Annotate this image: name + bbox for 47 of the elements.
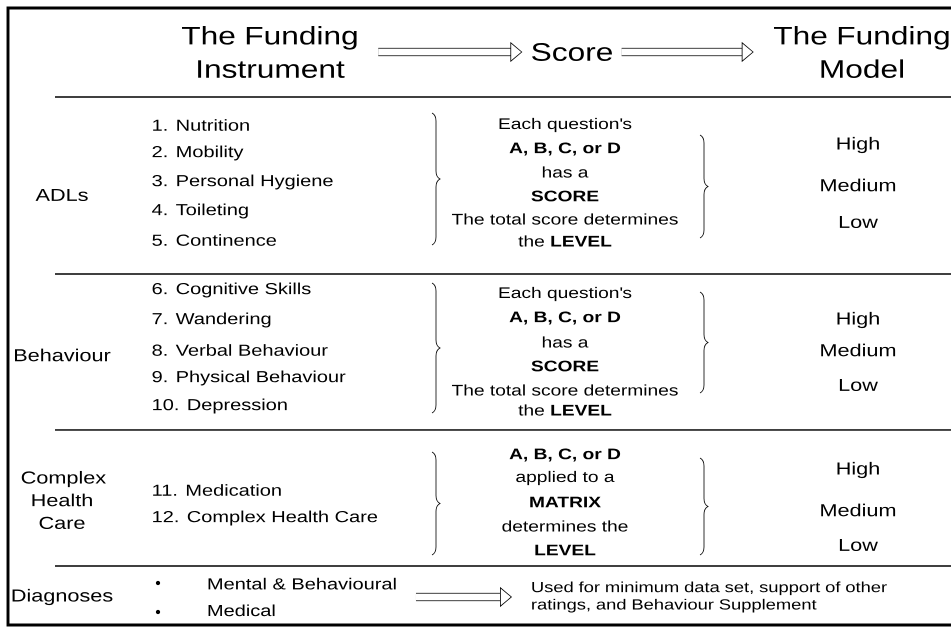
row-heading: ADLs bbox=[36, 188, 88, 202]
level-label: Low bbox=[840, 378, 878, 392]
score-text: determines the bbox=[502, 520, 628, 532]
score-text: A, B, C, or D bbox=[510, 311, 620, 325]
level-label: Medium bbox=[821, 178, 896, 192]
column-heading: The Funding Model bbox=[774, 26, 949, 78]
list-item: 7. Wandering bbox=[152, 312, 270, 328]
score-text: applied to a bbox=[516, 470, 615, 486]
score-text: SCORE bbox=[531, 190, 598, 202]
score-text: The total score determines bbox=[452, 384, 678, 396]
score-text: LEVEL bbox=[535, 544, 596, 556]
level-label: Medium bbox=[821, 344, 896, 356]
row-heading: Diagnoses bbox=[12, 588, 112, 606]
score-text: has a bbox=[542, 166, 588, 178]
score-text: A, B, C, or D bbox=[510, 142, 620, 156]
list-item: 12. Complex Health Care bbox=[153, 510, 378, 526]
list-item: 1. Nutrition bbox=[153, 119, 249, 131]
score-text: Each question's bbox=[500, 286, 632, 302]
level-label: Medium bbox=[821, 504, 896, 516]
column-heading: Score bbox=[532, 43, 612, 61]
list-item: 5. Continence bbox=[152, 234, 276, 246]
score-text: SCORE bbox=[531, 360, 598, 372]
list-item: 10. Depression bbox=[153, 398, 287, 414]
level-label: High bbox=[838, 136, 879, 154]
score-text: Each question's bbox=[500, 118, 632, 132]
list-item: 6. Cognitive Skills bbox=[152, 282, 311, 298]
level-label: Low bbox=[840, 216, 878, 228]
list-item: 8. Verbal Behaviour bbox=[152, 344, 328, 356]
score-text: the LEVEL bbox=[518, 404, 612, 416]
score-text: The total score determines bbox=[452, 213, 678, 225]
level-label: Low bbox=[840, 538, 878, 552]
level-label: High bbox=[838, 312, 879, 328]
score-text: the LEVEL bbox=[518, 235, 612, 247]
score-text: A, B, C, or D bbox=[510, 448, 620, 462]
row-heading: Complex Health Care bbox=[22, 470, 106, 530]
list-item: 3. Personal Hygiene bbox=[152, 174, 333, 190]
column-heading: The Funding Instrument bbox=[182, 26, 357, 78]
score-text: has a bbox=[542, 336, 588, 348]
list-item: 11. Medication bbox=[153, 484, 281, 496]
level-label: High bbox=[838, 462, 879, 478]
list-item: 2. Mobility bbox=[152, 146, 244, 160]
list-item: 4. Toileting bbox=[152, 204, 248, 218]
note-text: Used for minimum data set, support of other ratings, and Behaviour Supplement bbox=[532, 582, 887, 612]
row-heading: Behaviour bbox=[15, 348, 110, 362]
score-text: MATRIX bbox=[530, 496, 601, 508]
bullet-list: Mental & Behavioural Medical bbox=[208, 578, 396, 616]
list-item: 9. Physical Behaviour bbox=[152, 370, 346, 386]
